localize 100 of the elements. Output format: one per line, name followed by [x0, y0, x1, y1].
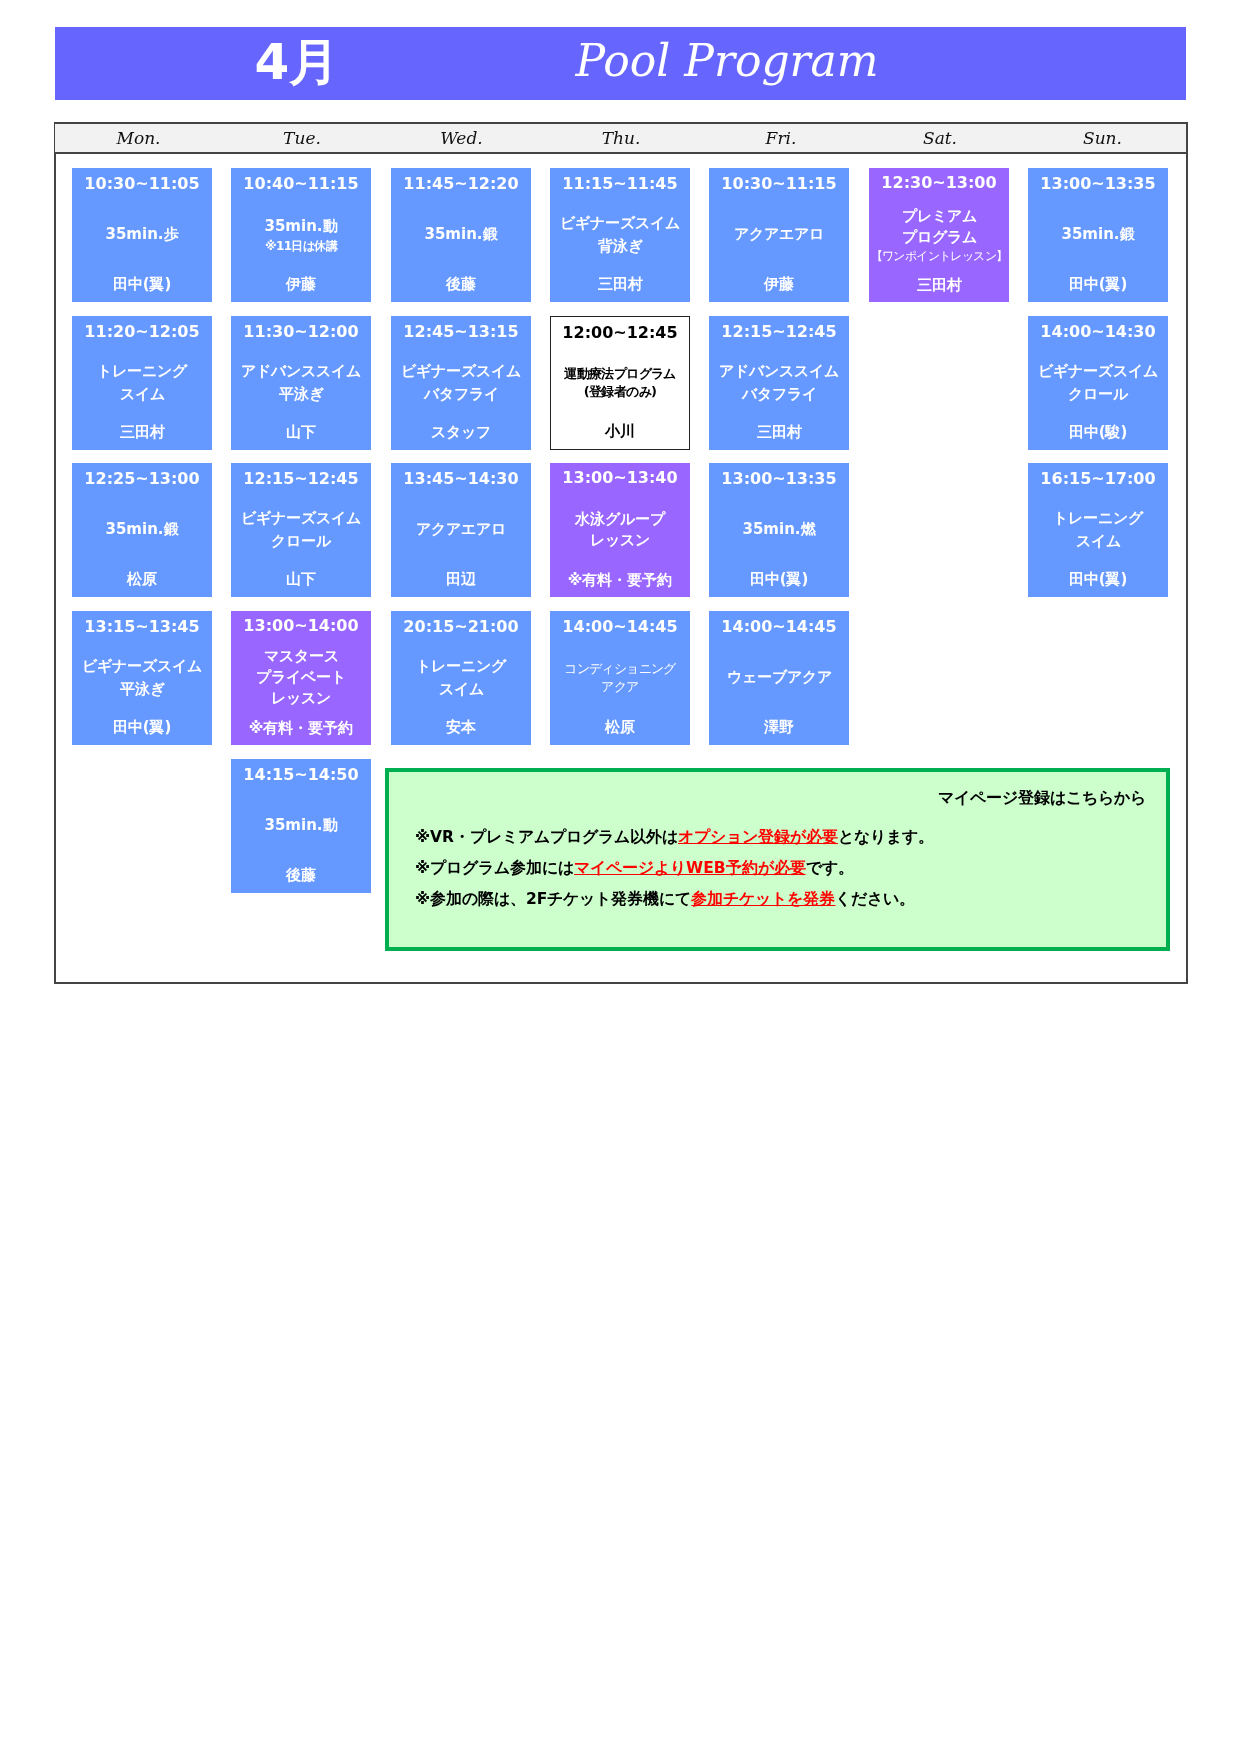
day-label: Fri. — [765, 128, 797, 148]
time-label: 13:00~13:35 — [1040, 173, 1156, 195]
notice-text: ※プログラム参加にはマイページよりWEB予約が必要です。 — [415, 858, 854, 879]
schedule-card — [869, 168, 1009, 302]
time-label: 13:00~13:35 — [721, 468, 837, 490]
note-text: ※11日は休講 — [264, 238, 338, 255]
qr-caption: マイページ登録はこちらから — [938, 788, 1146, 809]
time-label: 14:00~14:30 — [1040, 321, 1156, 343]
class-name: 35min.燃 — [742, 519, 816, 541]
class-name: ビギナーズスイムクロール — [1038, 360, 1158, 405]
time-label: 11:15~11:45 — [562, 173, 678, 195]
schedule-card — [391, 168, 531, 302]
schedule-card — [1028, 316, 1168, 450]
class-name: アクアエアロ — [416, 519, 506, 541]
instructor-name: 田中(翼) — [749, 568, 809, 590]
schedule-card — [391, 463, 531, 597]
class-name: ビギナーズスイムクロール — [241, 507, 361, 552]
time-label: 11:30~12:00 — [243, 321, 359, 343]
day-label: Tue. — [283, 128, 321, 148]
class-name: プレミアムプログラム — [901, 205, 977, 248]
class-name: 35min.鍛 — [424, 224, 498, 246]
time-label: 20:15~21:00 — [403, 616, 519, 638]
note-text: 運動療法プログラム(登録者のみ) — [564, 365, 676, 401]
time-label: 13:15~13:45 — [84, 616, 200, 638]
class-name: ビギナーズスイム背泳ぎ — [560, 212, 680, 257]
instructor-name: 田中(翼) — [1068, 568, 1128, 590]
class-name: アドバンススイム平泳ぎ — [241, 360, 361, 405]
schedule-card — [72, 611, 212, 745]
time-label: 12:15~12:45 — [243, 468, 359, 490]
class-name: ビギナーズスイム平泳ぎ — [82, 655, 202, 700]
schedule-card — [72, 463, 212, 597]
title-text: 4月 — [254, 32, 340, 93]
day-label: Sat. — [923, 128, 957, 148]
time-label: 12:00~12:45 — [562, 322, 678, 344]
instructor-name: 三田村 — [916, 275, 962, 296]
class-name: トレーニングスイム — [416, 655, 506, 700]
class-name: 35min.鍛 — [1061, 224, 1135, 246]
class-name: 水泳グループレッスン — [575, 508, 665, 551]
time-label: 13:00~14:00 — [243, 615, 359, 637]
class-name: 35min.動 — [264, 216, 338, 238]
title-banner — [55, 27, 1186, 100]
time-label: 12:25~13:00 — [84, 468, 200, 490]
time-label: 10:40~11:15 — [243, 173, 359, 195]
time-label: 10:30~11:15 — [721, 173, 837, 195]
instructor-name: 山下 — [286, 421, 316, 443]
time-label: 12:15~12:45 — [721, 321, 837, 343]
time-label: 14:00~14:45 — [562, 616, 678, 638]
schedule-card — [550, 168, 690, 302]
instructor-name: スタッフ — [431, 421, 491, 443]
schedule-card — [231, 316, 371, 450]
time-label: 11:45~12:20 — [403, 173, 519, 195]
day-label: Mon. — [116, 128, 161, 148]
instructor-name: 田中(翼) — [1068, 273, 1128, 295]
time-label: 10:30~11:05 — [84, 173, 200, 195]
class-name: トレーニングスイム — [1053, 507, 1143, 552]
instructor-name: 後藤 — [446, 273, 476, 295]
time-label: 13:45~14:30 — [403, 468, 519, 490]
note-text: 【ワンポイントレッスン】 — [870, 247, 1008, 264]
class-name: アクアエアロ — [734, 224, 824, 246]
note-text: ※有料・要予約 — [248, 718, 354, 739]
class-name: ビギナーズスイムバタフライ — [401, 360, 521, 405]
time-label: 12:30~13:00 — [881, 172, 997, 194]
instructor-name: 後藤 — [286, 864, 316, 886]
time-label: 11:20~12:05 — [84, 321, 200, 343]
note-text: コンディショニングアクア — [564, 660, 676, 696]
day-label: Thu. — [601, 128, 641, 148]
schedule-card — [709, 463, 849, 597]
time-label: 16:15~17:00 — [1040, 468, 1156, 490]
class-name: 35min.歩 — [105, 224, 179, 246]
instructor-name: 田辺 — [446, 568, 476, 590]
schedule-card — [72, 316, 212, 450]
schedule-card — [709, 611, 849, 745]
schedule-card — [72, 168, 212, 302]
notice-text: ※参加の際は、2Fチケット発券機にて参加チケットを発券ください。 — [415, 889, 916, 910]
instructor-name: 伊藤 — [286, 273, 316, 295]
instructor-name: 田中(翼) — [112, 716, 172, 738]
instructor-name: 田中(翼) — [112, 273, 172, 295]
class-name: ウェーブアクア — [726, 667, 832, 689]
schedule-card — [550, 611, 690, 745]
instructor-name: 三田村 — [756, 421, 802, 443]
schedule-card — [231, 611, 371, 745]
schedule-card — [391, 611, 531, 745]
schedule-card — [550, 316, 690, 450]
schedule-card — [709, 168, 849, 302]
schedule-card — [709, 316, 849, 450]
instructor-name: 山下 — [286, 568, 316, 590]
instructor-name: 松原 — [127, 568, 157, 590]
notice-text: ※VR・プレミアムプログラム以外はオプション登録が必要となります。 — [415, 827, 934, 848]
schedule-card — [231, 168, 371, 302]
time-label: 12:45~13:15 — [403, 321, 519, 343]
class-name: マスタースプライベートレッスン — [256, 646, 346, 710]
class-name: トレーニングスイム — [97, 360, 187, 405]
class-name: 35min.動 — [264, 815, 338, 837]
day-label: Sun. — [1083, 128, 1122, 148]
schedule-card — [231, 759, 371, 893]
instructor-name: 澤野 — [764, 716, 794, 738]
time-label: 14:15~14:50 — [243, 764, 359, 786]
schedule-card — [231, 463, 371, 597]
instructor-name: 三田村 — [119, 421, 165, 443]
instructor-name: 安本 — [446, 716, 476, 738]
